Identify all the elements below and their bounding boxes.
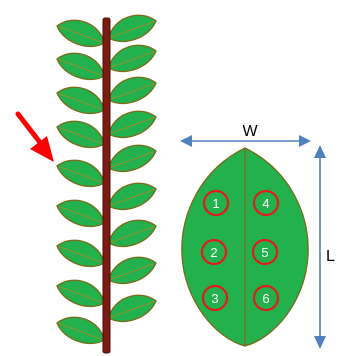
leaflet: [54, 81, 109, 120]
sample-point-label: 2: [210, 245, 217, 260]
leaflet: [54, 154, 109, 193]
leaflet: [105, 105, 160, 144]
rachis-stem: [103, 18, 110, 353]
width-label: W: [242, 123, 258, 140]
leaflet: [105, 139, 160, 178]
leaflet: [105, 177, 160, 216]
length-dimension-arrow: [314, 145, 326, 349]
leaflet: [54, 194, 109, 233]
length-label: L: [326, 248, 335, 265]
leaflet: [54, 274, 109, 313]
leaflet: [54, 234, 109, 273]
leaflet: [105, 251, 160, 290]
sample-point-label: 1: [212, 196, 219, 211]
enlarged-leaf: 1 2 3 4 5 6: [182, 148, 308, 346]
right-leaflets: [105, 9, 160, 328]
leaflet: [105, 9, 160, 48]
leaflet: [105, 214, 160, 253]
leaflet: [105, 71, 160, 110]
sample-point-label: 3: [211, 291, 218, 306]
compound-leaf: [54, 9, 160, 353]
leaflet: [105, 39, 160, 78]
sample-point-label: 4: [262, 196, 269, 211]
selected-leaflet-arrow: [18, 114, 54, 162]
leaflet: [105, 289, 160, 328]
left-leaflets: [54, 14, 109, 350]
leaflet: [54, 115, 109, 154]
leaflet: [54, 311, 109, 350]
leaflet: [54, 47, 109, 86]
sample-point-label: 5: [261, 245, 268, 260]
sample-point-label: 6: [262, 291, 269, 306]
leaflet: [54, 14, 109, 53]
